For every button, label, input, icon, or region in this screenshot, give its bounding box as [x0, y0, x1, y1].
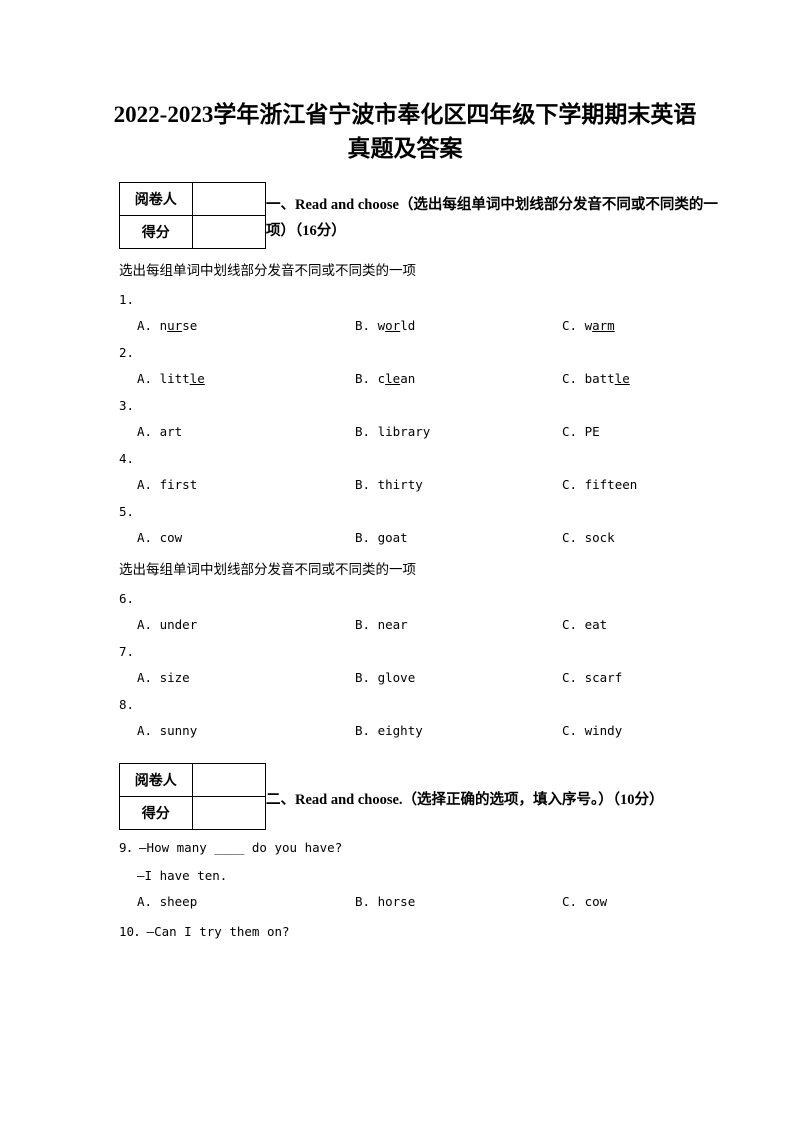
score-label: 得分 — [119, 796, 193, 830]
question-9-prompt-line-2: ―I have ten. — [137, 868, 228, 883]
section-1-heading: 一、Read and choose（选出每组单词中划线部分发音不同或不同类的一项… — [266, 197, 718, 239]
table-row: 阅卷人 — [119, 182, 267, 216]
question-number-6: 6. — [119, 591, 135, 606]
option-c[interactable]: C. sock — [562, 530, 615, 545]
option-c[interactable]: C. warm — [562, 318, 615, 333]
option-b[interactable]: B. horse — [355, 894, 416, 909]
title-line-2: 真题及答案 — [347, 136, 463, 161]
reviewer-value[interactable] — [191, 763, 267, 797]
option-b[interactable]: B. eighty — [355, 723, 423, 738]
table-row: 阅卷人 — [119, 763, 267, 797]
option-a[interactable]: A. little — [137, 371, 205, 386]
question-number-5: 5. — [119, 504, 135, 519]
section-2-heading: 二、Read and choose.（选择正确的选项，填入序号。）（10分） — [266, 792, 664, 808]
question-10-prompt-line-1: 10．―Can I try them on? — [119, 924, 290, 939]
page-title: 2022-2023学年浙江省宁波市奉化区四年级下学期期末英语 真题及答案 — [105, 0, 705, 166]
option-a[interactable]: A. under — [137, 617, 198, 632]
score-table-section-1: 阅卷人 得分 — [119, 182, 267, 249]
option-a[interactable]: A. cow — [137, 530, 183, 545]
question-number-8: 8. — [119, 697, 135, 712]
section-2-header: 阅卷人 得分 二、Read and choose.（选择正确的选项，填入序号。）… — [119, 763, 719, 830]
table-row: 得分 — [119, 215, 267, 249]
question-3-options: A. art B. library C. PE — [137, 422, 794, 442]
option-b[interactable]: B. near — [355, 617, 408, 632]
option-a[interactable]: A. first — [137, 477, 198, 492]
question-8-options: A. sunny B. eighty C. windy — [137, 721, 794, 741]
option-b[interactable]: B. clean — [355, 371, 416, 386]
reviewer-value[interactable] — [191, 182, 267, 216]
option-c[interactable]: C. fifteen — [562, 477, 638, 492]
option-b[interactable]: B. library — [355, 424, 431, 439]
option-c[interactable]: C. cow — [562, 894, 608, 909]
question-6-options: A. under B. near C. eat — [137, 615, 794, 635]
score-label: 得分 — [119, 215, 193, 249]
option-a[interactable]: A. art — [137, 424, 183, 439]
question-4-options: A. first B. thirty C. fifteen — [137, 475, 794, 495]
option-c[interactable]: C. PE — [562, 424, 600, 439]
option-a[interactable]: A. size — [137, 670, 190, 685]
score-value[interactable] — [191, 796, 267, 830]
question-number-3: 3. — [119, 398, 135, 413]
question-number-4: 4. — [119, 451, 135, 466]
option-b[interactable]: B. world — [355, 318, 416, 333]
score-table-section-2: 阅卷人 得分 — [119, 763, 267, 830]
question-2-options: A. little B. clean C. battle — [137, 369, 794, 389]
question-5-options: A. cow B. goat C. sock — [137, 528, 794, 548]
question-7-options: A. size B. glove C. scarf — [137, 668, 794, 688]
table-row: 得分 — [119, 796, 267, 830]
option-c[interactable]: C. eat — [562, 617, 608, 632]
question-number-1: 1. — [119, 292, 135, 307]
question-9-prompt-line-1: 9．―How many ____ do you have? — [119, 840, 343, 855]
reviewer-label: 阅卷人 — [119, 182, 193, 216]
option-a[interactable]: A. nurse — [137, 318, 198, 333]
question-9-options: A. sheep B. horse C. cow — [137, 892, 794, 912]
option-a[interactable]: A. sunny — [137, 723, 198, 738]
question-number-2: 2. — [119, 345, 135, 360]
option-c[interactable]: C. scarf — [562, 670, 623, 685]
option-c[interactable]: C. windy — [562, 723, 623, 738]
option-b[interactable]: B. goat — [355, 530, 408, 545]
section-1-instruction-2: 选出每组单词中划线部分发音不同或不同类的一项 — [119, 562, 416, 577]
score-value[interactable] — [191, 215, 267, 249]
section-1-header: 阅卷人 得分 一、Read and choose（选出每组单词中划线部分发音不同… — [119, 182, 719, 249]
question-number-7: 7. — [119, 644, 135, 659]
option-c[interactable]: C. battle — [562, 371, 630, 386]
option-a[interactable]: A. sheep — [137, 894, 198, 909]
option-b[interactable]: B. thirty — [355, 477, 423, 492]
section-1-instruction-1: 选出每组单词中划线部分发音不同或不同类的一项 — [119, 263, 416, 278]
reviewer-label: 阅卷人 — [119, 763, 193, 797]
question-1-options: A. nurse B. world C. warm — [137, 316, 794, 336]
option-b[interactable]: B. glove — [355, 670, 416, 685]
title-line-1: 2022-2023学年浙江省宁波市奉化区四年级下学期期末英语 — [113, 102, 697, 127]
